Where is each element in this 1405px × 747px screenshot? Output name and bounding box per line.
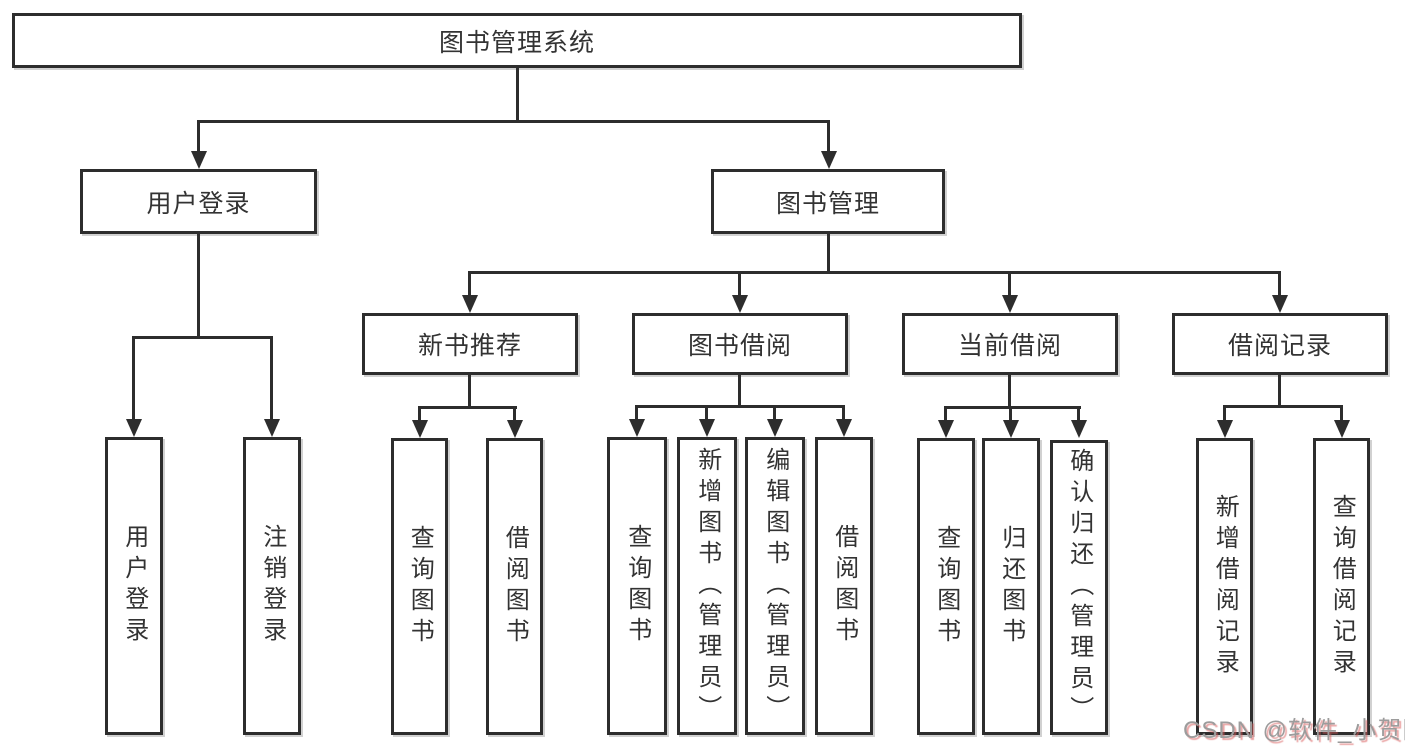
arrow-down-icon (506, 406, 523, 438)
node-label: 当前借阅 (957, 332, 1062, 360)
node-label: 归还图书 (997, 524, 1025, 649)
node-label: 注销登录 (258, 524, 286, 648)
node-confirm-return-admin: 确认归还（管理员） (1050, 440, 1108, 735)
arrow-down-icon (1333, 405, 1350, 438)
arrow-down-icon (698, 405, 715, 437)
connector-vline (827, 234, 830, 271)
node-label: 查询图书 (623, 524, 651, 648)
node-label: 用户登录 (146, 189, 251, 218)
node-label: 编辑图书（管理员） (761, 446, 789, 726)
arrow-down-icon (820, 120, 837, 169)
node-user-login-leaf: 用户登录 (105, 437, 163, 735)
arrow-down-icon (263, 336, 280, 437)
node-user-login: 用户登录 (80, 169, 317, 234)
node-label: 借阅记录 (1227, 332, 1332, 360)
node-label: 图书管理 (775, 189, 880, 218)
node-new-book-recommend: 新书推荐 (362, 313, 578, 375)
connector-vline (516, 68, 519, 120)
node-label: 图书借阅 (687, 332, 792, 360)
node-label: 查询图书 (932, 524, 960, 649)
arrow-down-icon (125, 336, 142, 437)
arrow-down-icon (1001, 271, 1018, 313)
arrow-down-icon (766, 405, 783, 437)
node-label: 新增图书（管理员） (693, 446, 721, 726)
node-borrow-books-leaf: 借阅图书 (815, 437, 873, 735)
arrow-down-icon (411, 406, 428, 438)
arrow-down-icon (1216, 405, 1233, 438)
connector-hline (197, 120, 830, 123)
node-label: 查询图书 (406, 524, 434, 649)
node-book-management: 图书管理 (711, 169, 945, 234)
arrow-down-icon (835, 405, 852, 437)
node-label: 图书管理系统 (438, 28, 595, 57)
node-label: 新书推荐 (417, 332, 522, 360)
node-label: 查询借阅记录 (1328, 493, 1356, 680)
connector-hline (418, 406, 517, 409)
node-add-borrow-record: 新增借阅记录 (1196, 438, 1253, 735)
node-library-system: 图书管理系统 (12, 13, 1022, 68)
arrow-down-icon (937, 406, 954, 438)
node-borrow-records: 借阅记录 (1172, 313, 1388, 375)
node-label: 借阅图书 (830, 524, 858, 648)
arrow-down-icon (1271, 271, 1288, 313)
connector-hline (1223, 405, 1343, 408)
node-current-borrow: 当前借阅 (902, 313, 1118, 375)
connector-hline (635, 405, 845, 408)
connector-vline (1278, 375, 1281, 405)
node-borrow-books-recommend: 借阅图书 (486, 438, 543, 735)
node-query-books-current: 查询图书 (917, 438, 975, 735)
node-query-books-recommend: 查询图书 (391, 438, 448, 735)
connector-vline (468, 375, 471, 406)
connector-hline (468, 271, 1281, 274)
arrow-down-icon (461, 271, 478, 313)
node-query-books-borrow: 查询图书 (607, 437, 667, 735)
arrow-down-icon (731, 271, 748, 313)
connector-vline (197, 234, 200, 336)
arrow-down-icon (190, 120, 207, 169)
node-return-books: 归还图书 (982, 438, 1040, 735)
node-query-borrow-record: 查询借阅记录 (1313, 438, 1370, 735)
node-edit-books-admin: 编辑图书（管理员） (745, 437, 805, 735)
node-label: 确认归还（管理员） (1065, 448, 1093, 727)
node-book-borrow: 图书借阅 (632, 313, 848, 375)
connector-hline (944, 406, 1081, 409)
arrow-down-icon (1070, 406, 1087, 438)
csdn-watermark: CSDN @软件_小贺同学 (1183, 717, 1405, 744)
arrow-down-icon (1002, 406, 1019, 438)
arrow-down-icon (628, 405, 645, 437)
node-logout-leaf: 注销登录 (243, 437, 301, 735)
node-label: 借阅图书 (501, 524, 529, 649)
node-add-books-admin: 新增图书（管理员） (677, 437, 737, 735)
connector-vline (738, 375, 741, 405)
node-label: 用户登录 (120, 524, 148, 648)
node-label: 新增借阅记录 (1211, 493, 1239, 680)
connector-vline (1008, 375, 1011, 406)
connector-hline (132, 336, 273, 339)
